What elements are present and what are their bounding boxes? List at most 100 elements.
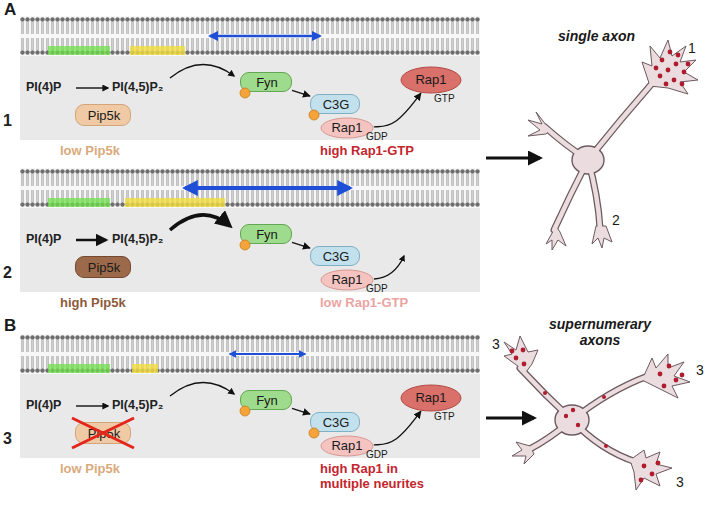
pip5k-level: low Pip5k	[60, 144, 180, 159]
activation-arrow	[374, 411, 421, 445]
rap1-dot	[662, 384, 667, 389]
rap1-dot	[639, 478, 644, 483]
lipid-bilayer	[20, 16, 480, 56]
reaction-arrow	[76, 239, 106, 242]
protein-name: Fyn	[241, 225, 293, 245]
membrane-arrow	[210, 35, 320, 38]
protein-name: Rap1	[320, 435, 374, 457]
rap1-dot	[658, 74, 663, 79]
rap1-dot	[576, 423, 580, 427]
outcome-arrow	[486, 157, 540, 160]
callout-number: 3	[492, 336, 506, 352]
gtpase-ellipse: Rap1GDP	[320, 435, 374, 457]
pip2-domain	[130, 46, 185, 55]
lipid-label: PI(4,5)P₂	[112, 398, 182, 412]
membrane-panel: 3PI(4)PPI(4,5)P₂low Pip5khigh Rap1 in mu…	[20, 334, 480, 458]
ellipse-shape	[321, 118, 373, 138]
cell-body	[572, 146, 604, 174]
nucleotide-label: GTP	[434, 93, 464, 105]
growth-cone	[512, 442, 534, 464]
neurite-outline	[520, 368, 648, 462]
protein-name: Rap1	[320, 117, 374, 139]
protein-name: Pip5k	[76, 423, 132, 445]
activation-arrow	[292, 408, 310, 414]
protein-name: Rap1	[400, 66, 462, 94]
protein-name: C3G	[311, 247, 361, 267]
membrane-panel: 2PI(4)PPI(4,5)P₂high Pip5klow Rap1-GTPPi…	[20, 168, 480, 292]
neurite	[545, 80, 655, 230]
rap1-level: low Rap1-GTP	[320, 296, 470, 311]
rap1-dot	[686, 62, 691, 67]
rap1-dot	[642, 464, 647, 469]
pip2-domain	[132, 364, 158, 373]
phospho-dot	[240, 406, 250, 416]
protein-name: Pip5k	[76, 105, 132, 127]
kinase-box: Fyn	[240, 72, 292, 92]
growth-cone	[592, 226, 612, 248]
rap1-dot	[682, 70, 687, 75]
rap1-dot	[667, 364, 672, 369]
rap1-dot	[680, 82, 685, 87]
neuron-single-axon	[528, 40, 698, 250]
pip2-domain	[125, 198, 225, 207]
gef-box: C3G	[310, 94, 360, 114]
rap1-dot	[564, 414, 568, 418]
activation-arrow	[292, 242, 310, 248]
step-number: 3	[3, 430, 19, 448]
knockout-cross	[72, 418, 134, 448]
protein-name: Pip5k	[76, 257, 132, 279]
nucleotide-label: GTP	[434, 411, 464, 423]
kinase-box: Fyn	[240, 224, 292, 244]
growth-cone	[528, 112, 550, 136]
neuron-multiple-axons	[504, 336, 690, 490]
growth-cone	[504, 336, 538, 372]
knockout-cross	[72, 418, 134, 448]
lipid-label: PI(4,5)P₂	[112, 80, 182, 94]
protein-name: Rap1	[400, 384, 462, 412]
rap1-dot	[680, 373, 685, 378]
rap1-dot	[664, 82, 669, 87]
lipid-label: PI(4,5)P₂	[112, 232, 182, 246]
pi4p-domain	[48, 364, 110, 373]
activation-arrow	[292, 90, 310, 96]
protein-name: C3G	[311, 413, 361, 433]
callout-number: 3	[676, 474, 690, 490]
step-number: 2	[3, 264, 19, 282]
membrane-bg	[20, 334, 480, 374]
rap1-dot	[672, 78, 677, 83]
protein-name: Rap1	[320, 269, 374, 291]
reaction-arrow	[76, 87, 108, 88]
rap1-dot	[510, 349, 515, 354]
lipid-bilayer	[20, 168, 480, 208]
callout-number: 2	[612, 212, 626, 228]
neurite	[520, 368, 648, 462]
rap1-dot	[654, 66, 659, 71]
rap1-dot	[522, 362, 527, 367]
nucleotide-label: GDP	[366, 131, 396, 143]
gef-box: C3G	[310, 412, 360, 432]
rap1-dot	[571, 408, 575, 412]
membrane-arrow	[185, 186, 350, 190]
gtpase-ellipse: Rap1GTP	[400, 384, 462, 412]
kinase-box: Pip5k	[75, 104, 131, 126]
growth-cone	[630, 450, 672, 490]
rap1-dot	[676, 53, 681, 58]
pi4p-domain	[48, 46, 110, 55]
rap1-dot	[660, 58, 665, 63]
lipid-bilayer	[20, 334, 480, 374]
phospho-dot	[240, 240, 250, 250]
phospho-dot	[309, 428, 319, 438]
gtpase-ellipse: Rap1GDP	[320, 117, 374, 139]
rap1-dot	[674, 378, 679, 383]
rap1-dot	[668, 50, 673, 55]
rap1-dot	[674, 62, 679, 67]
lipid-label: PI(4)P	[26, 398, 78, 412]
phospho-dot	[309, 110, 319, 120]
activation-arrow	[170, 382, 234, 396]
lipid-label: PI(4)P	[26, 80, 78, 94]
rap1-dot	[543, 391, 547, 395]
callout-number: 3	[696, 362, 710, 378]
gtpase-ellipse: Rap1GDP	[320, 269, 374, 291]
activation-arrow	[170, 215, 230, 230]
